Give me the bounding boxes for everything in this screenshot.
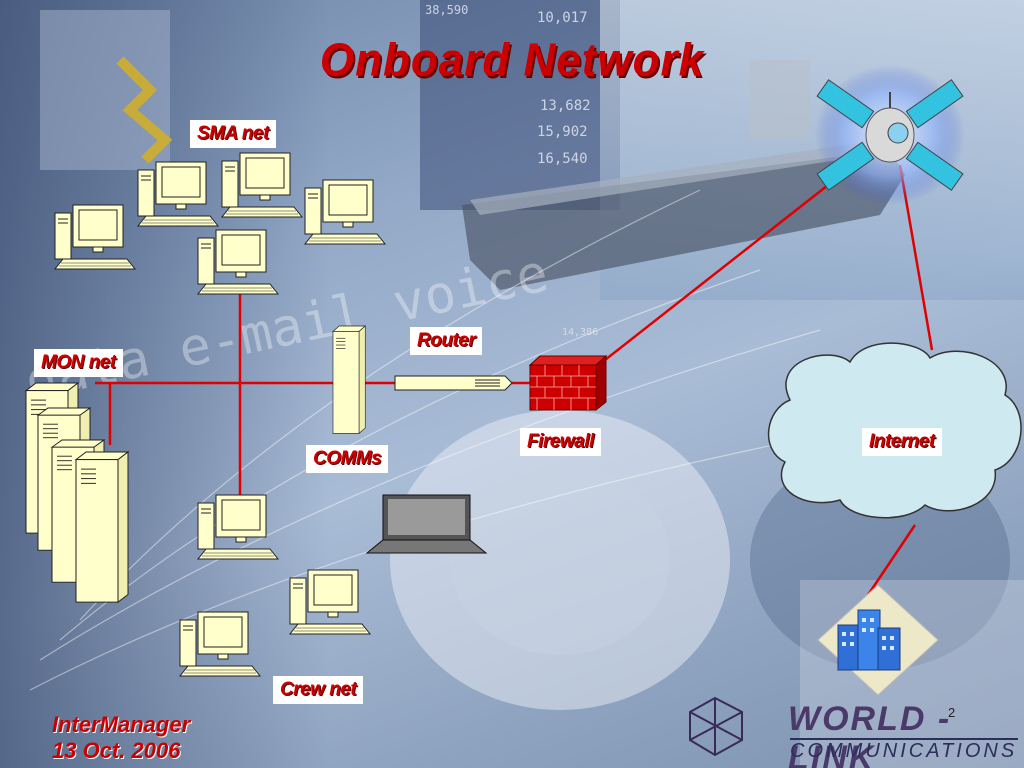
slide-title: Onboard Network: [319, 34, 705, 87]
svg-text:10,017: 10,017: [537, 10, 588, 26]
router-label: Router: [410, 327, 483, 355]
footer-org: InterManager: [52, 712, 191, 737]
internet-label: Internet: [862, 428, 942, 456]
svg-text:38,590: 38,590: [425, 3, 468, 17]
crew-computer-2: [289, 569, 371, 635]
sma-computer-2: [137, 161, 219, 227]
sma-computer-3: [221, 152, 303, 218]
brick-wall-icon: [528, 354, 608, 412]
laptop-icon: [365, 494, 488, 554]
firewall-label: Firewall: [520, 428, 601, 456]
svg-text:14,386: 14,386: [562, 327, 598, 338]
comms-label: COMMs: [306, 445, 389, 473]
svg-text:15,902: 15,902: [537, 124, 588, 140]
satellite-icon: [815, 65, 965, 205]
sma-computer-5: [197, 229, 279, 295]
mon-server-4: [75, 451, 129, 603]
footer-date: 13 Oct. 2006: [52, 738, 181, 763]
logo-tagline: COMMUNICATIONS: [790, 740, 1018, 762]
crew-net-label: Crew net: [273, 676, 364, 704]
building-icon: [817, 584, 939, 696]
logo-divider: [790, 738, 1018, 740]
world-link-logo-mark: [689, 696, 743, 757]
svg-text:16,540: 16,540: [537, 151, 588, 167]
router-icon: [394, 375, 513, 391]
sma-computer-1: [54, 204, 136, 270]
logo-name: WORLD - LINK: [788, 700, 952, 768]
sma-computer-4: [304, 179, 386, 245]
page-number: 2: [948, 705, 956, 720]
crew-computer-3: [179, 611, 261, 677]
sma-net-label: SMA net: [190, 120, 276, 148]
svg-text:13,682: 13,682: [540, 98, 591, 114]
comms-server: [332, 325, 366, 434]
mon-net-label: MON net: [34, 349, 123, 377]
crew-computer-1: [197, 494, 279, 560]
